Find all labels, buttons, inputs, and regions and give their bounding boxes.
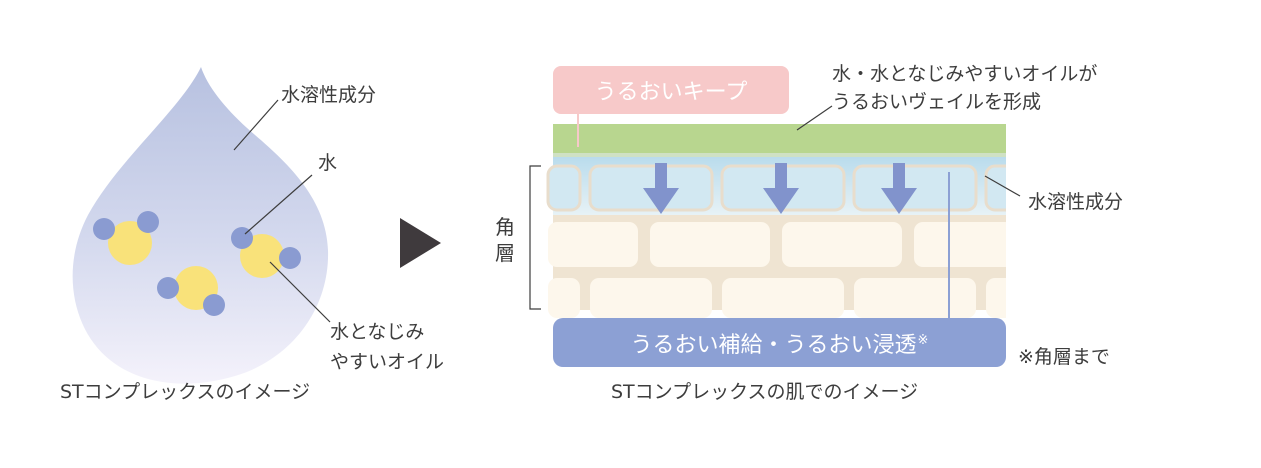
label-oil-line2: やすいオイル [330, 351, 445, 373]
down-arrow-icon [763, 163, 799, 214]
stratum-bracket [529, 165, 541, 310]
veil-line2: うるおいヴェイルを形成 [832, 91, 1042, 113]
cells-row-3 [548, 278, 1016, 318]
label-water-soluble: 水溶性成分 [281, 84, 377, 106]
label-water: 水 [318, 152, 338, 174]
play-arrow-icon [400, 218, 441, 268]
veil-text: 水・水となじみやすいオイルが うるおいヴェイルを形成 [832, 60, 1097, 116]
hydration-mark: ※ [917, 333, 929, 348]
stratum-char-2: 層 [495, 241, 515, 265]
keep-label-box: うるおいキープ [553, 66, 789, 114]
molecule-1 [93, 211, 159, 265]
stratum-label: 角 層 [493, 214, 517, 266]
cells-row-2 [548, 222, 1014, 267]
leader-oil [269, 261, 331, 323]
leader-water [244, 174, 313, 235]
stratum-char-1: 角 [495, 215, 515, 239]
leader-water-soluble [233, 99, 279, 151]
molecule-2 [157, 266, 225, 316]
moisture-veil [553, 124, 1006, 155]
keep-label: うるおいキープ [594, 80, 748, 105]
veil-line1: 水・水となじみやすいオイルが [832, 63, 1098, 85]
label-water-soluble-right: 水溶性成分 [1028, 191, 1124, 213]
water-drop [72, 67, 329, 384]
label-oil-line1: 水となじみ [330, 321, 425, 343]
hydration-box: うるおい補給・うるおい浸透※ [553, 318, 1006, 367]
caption-left: STコンプレックスのイメージ [60, 381, 311, 403]
label-oil: 水となじみ やすいオイル [330, 317, 444, 377]
leader-water-soluble-right [984, 175, 1021, 197]
leader-veil [796, 105, 833, 131]
caption-right: STコンプレックスの肌でのイメージ [611, 381, 919, 403]
footnote: ※角層まで [1018, 346, 1110, 368]
down-arrow-icon [881, 163, 917, 214]
hydration-label: うるおい補給・うるおい浸透 [630, 332, 917, 358]
down-arrow-icon [643, 163, 679, 214]
